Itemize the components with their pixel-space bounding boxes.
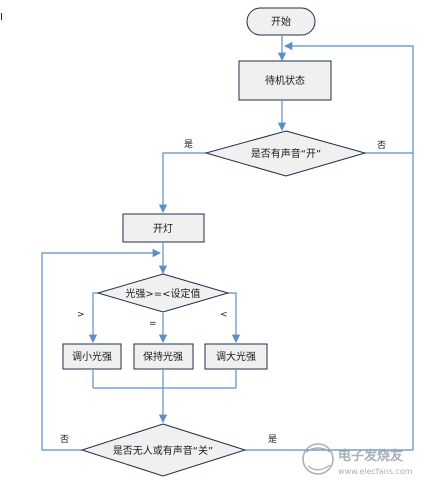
nobody-or-voice-off-decision [80, 423, 247, 477]
edge-label-loop-no: 否 [60, 434, 69, 445]
dim-light-label: 调小光强 [72, 350, 112, 363]
turn-on-label: 开灯 [153, 223, 173, 235]
arrow-compare-to-dim [88, 292, 98, 344]
watermark: 电子发烧友 www.elecfans.com [302, 443, 413, 476]
edge-label-greater: > [77, 310, 85, 320]
watermark-brand: 电子发烧友 [338, 448, 403, 464]
watermark-url: www.elecfans.com [338, 467, 413, 476]
edge-label-less: < [220, 310, 228, 320]
watermark-logo-icon [302, 443, 334, 475]
connectors [41, 36, 414, 451]
light-compare-label: 光强>=<设定值 [125, 287, 200, 300]
nobody-or-voice-off-label: 是否无人或有声音“关” [113, 444, 213, 457]
standby-label: 待机状态 [265, 74, 305, 87]
edge-label-voice-on-yes: 是 [184, 139, 193, 150]
light-compare-decision [96, 273, 230, 313]
start-label: 开始 [271, 15, 291, 28]
start-terminator [246, 7, 316, 36]
arrow-yes-to-turn-on [158, 152, 206, 214]
arrow-no-loop-left [41, 248, 162, 451]
arrow-loop-back-to-standby [283, 41, 414, 450]
keep-light-label: 保持光强 [143, 350, 183, 363]
brighten-light-label: 调大光强 [216, 350, 256, 363]
standby-box [238, 60, 332, 101]
edge-label-equal: = [149, 319, 157, 329]
watermark-logo-swoosh-icon [305, 447, 331, 471]
turn-on-box [122, 213, 205, 243]
voice-on-decision [204, 130, 367, 177]
arrow-compare-to-brighten [228, 292, 241, 344]
brighten-light-box [204, 343, 268, 370]
edge-label-loop-yes: 是 [268, 434, 277, 445]
voice-on-decision-label: 是否有声音“开” [251, 147, 321, 160]
edge-label-voice-on-no: 否 [377, 140, 386, 151]
corner-mark: I [0, 12, 3, 23]
dim-light-box [62, 343, 122, 370]
keep-light-box [133, 343, 194, 370]
